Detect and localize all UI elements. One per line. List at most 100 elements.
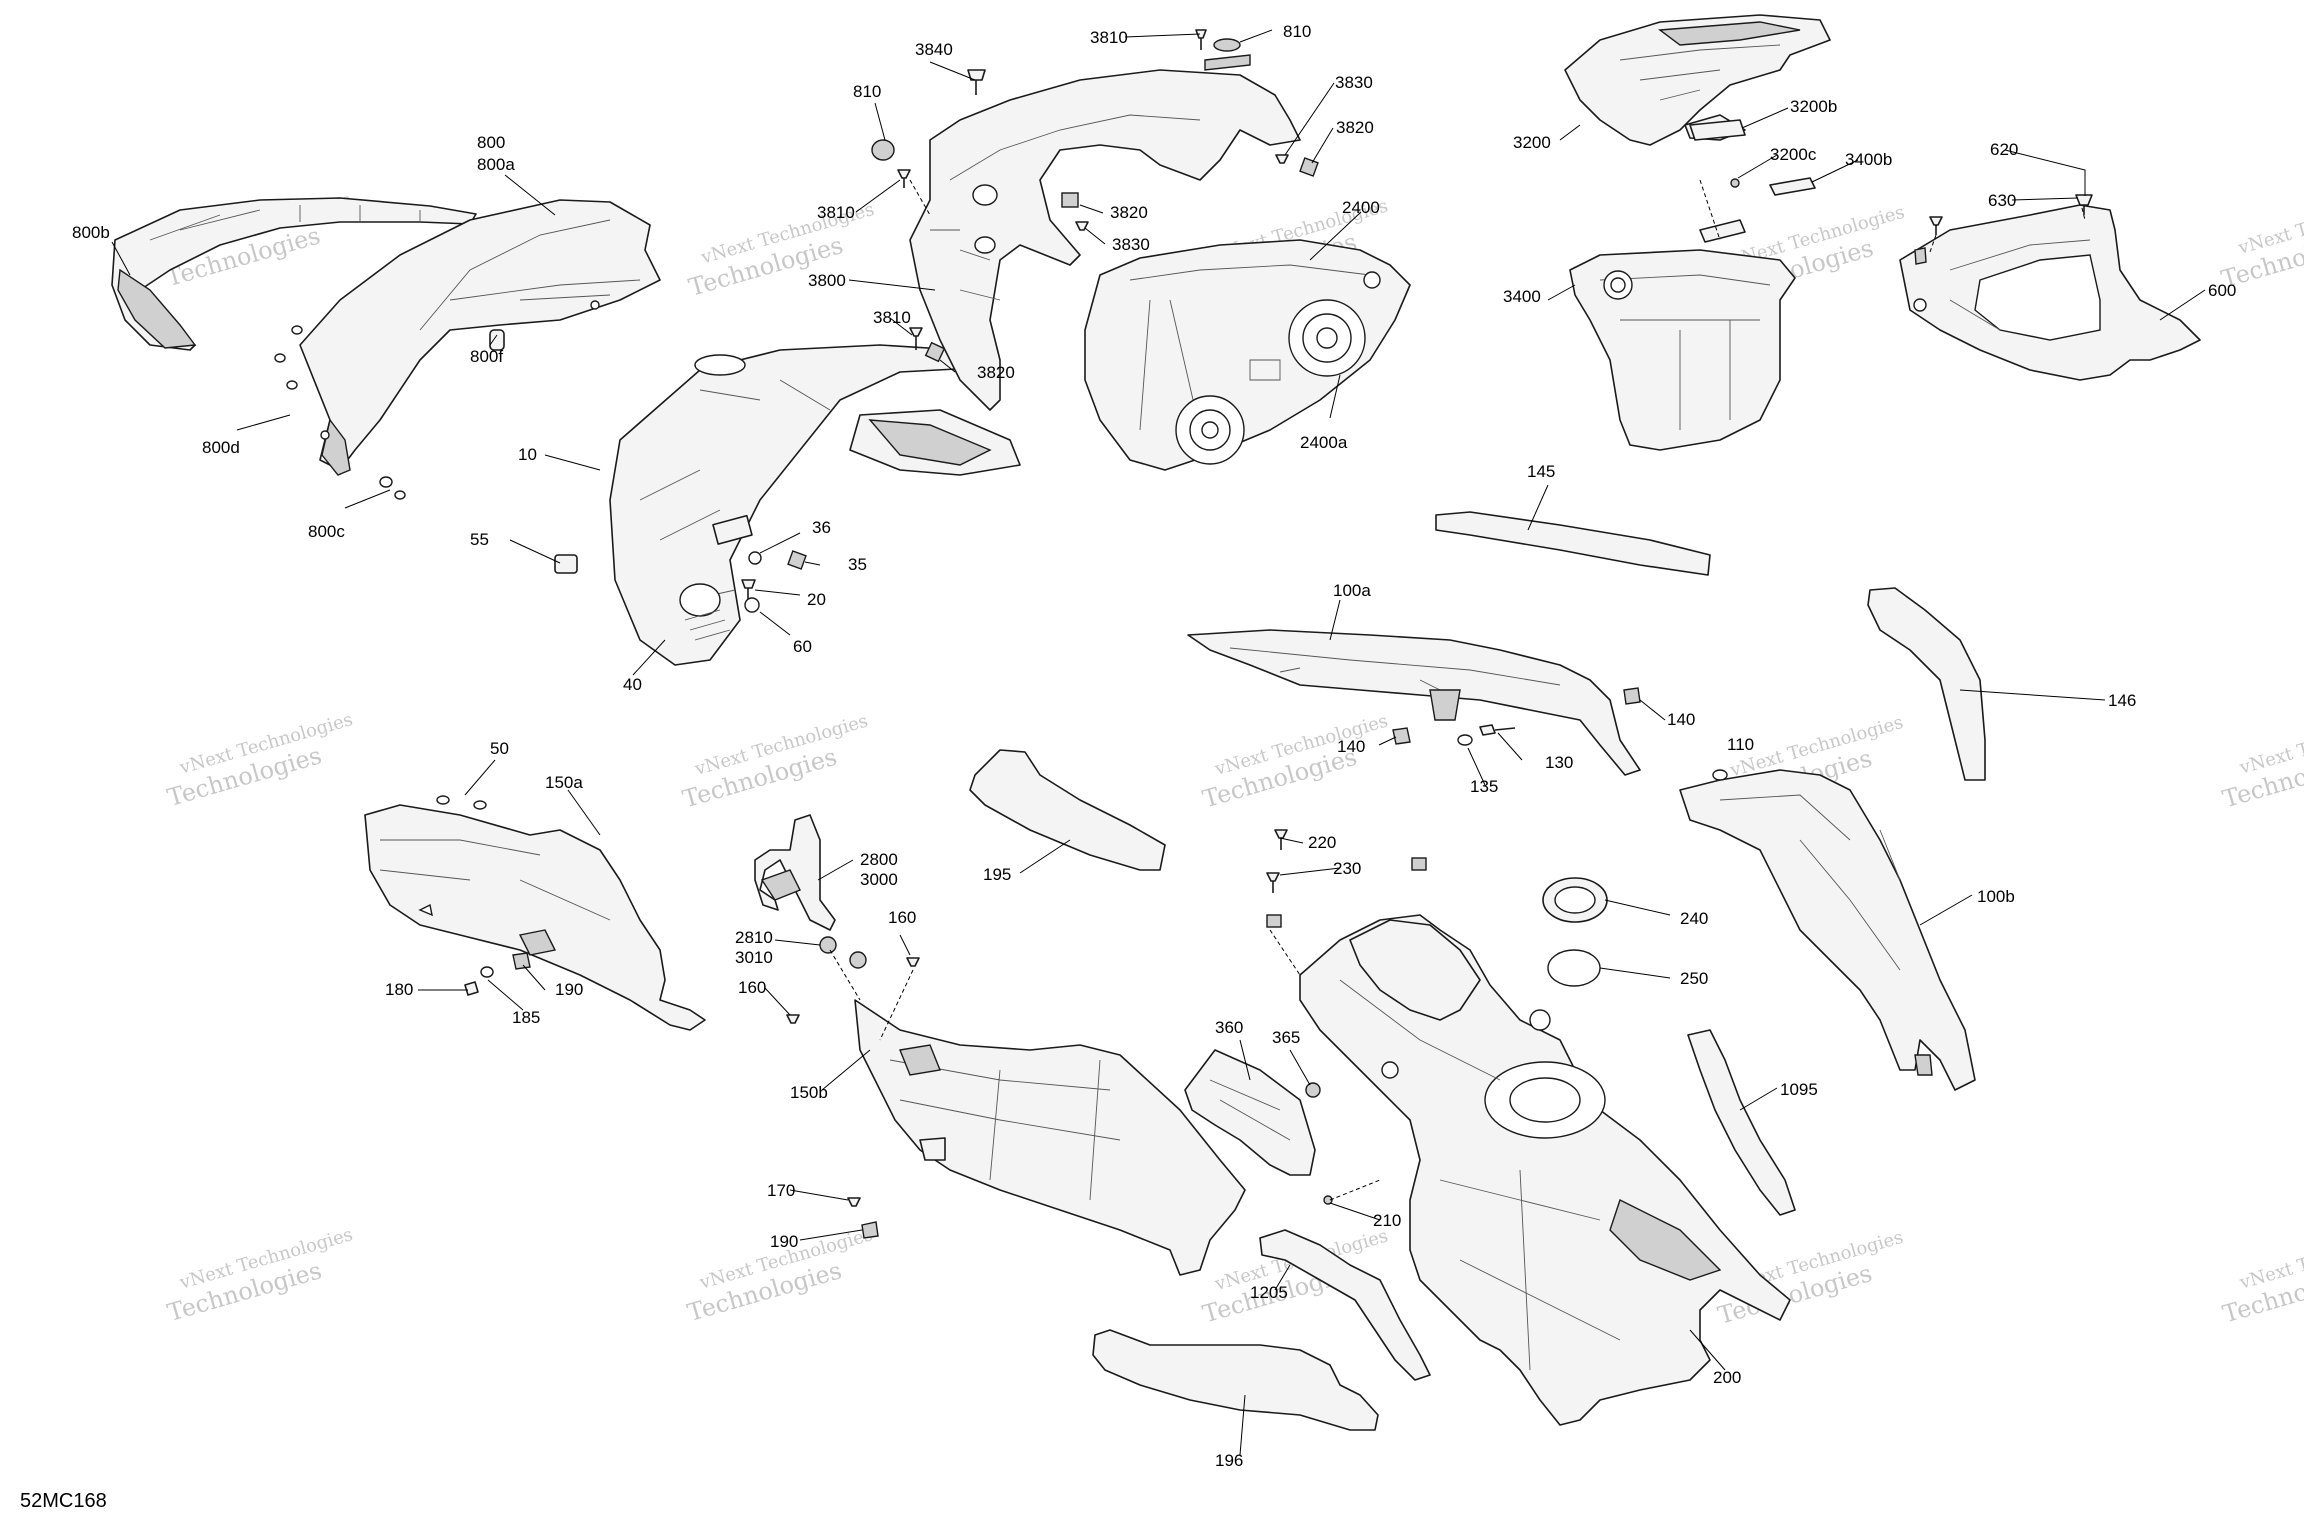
part-150a-lower-panel xyxy=(364,804,706,1031)
part-1095-trim-strip xyxy=(1687,1029,1796,1216)
part-365-screw xyxy=(1305,1082,1321,1098)
callout-190: 190 xyxy=(555,980,583,999)
watermark: vNext Technologies Technologies xyxy=(2218,189,2304,293)
part-1205-trim xyxy=(1259,1229,1431,1381)
callout-630: 630 xyxy=(1988,191,2016,210)
part-160-screw xyxy=(786,1014,800,1024)
callout-2400: 2400 xyxy=(1342,198,1380,217)
callout-3010: 3010 xyxy=(735,948,773,967)
callout-3830: 3830 xyxy=(1335,73,1373,92)
part-190-clip xyxy=(861,1221,879,1239)
callout-135: 135 xyxy=(1470,777,1498,796)
callout-3810: 3810 xyxy=(873,308,911,327)
part-3820-nut xyxy=(1299,157,1319,177)
part-140-clip xyxy=(1392,727,1411,745)
assembly-lines xyxy=(829,179,2086,1201)
callout-3820: 3820 xyxy=(1110,203,1148,222)
watermark: vNext Technologies Technologies xyxy=(164,1224,355,1327)
part-3400b-strip xyxy=(1699,219,1746,243)
callout-200: 200 xyxy=(1713,1368,1741,1387)
callout-160: 160 xyxy=(888,908,916,927)
callout-365: 365 xyxy=(1272,1028,1300,1047)
callout-140: 140 xyxy=(1337,737,1365,756)
callout-185: 185 xyxy=(512,1008,540,1027)
part-220-screw xyxy=(1274,829,1288,850)
callout-195: 195 xyxy=(983,865,1011,884)
callout-190: 190 xyxy=(770,1232,798,1251)
part-810-grommet xyxy=(1213,38,1241,52)
part-50-washer xyxy=(436,795,450,805)
callout-196: 196 xyxy=(1215,1451,1243,1470)
callout-360: 360 xyxy=(1215,1018,1243,1037)
callout-3820: 3820 xyxy=(1336,118,1374,137)
part-35-nut xyxy=(787,550,807,570)
callout-130: 130 xyxy=(1545,753,1573,772)
part-3830-screw xyxy=(1275,154,1289,164)
callout-800a: 800a xyxy=(477,155,515,174)
callout-220: 220 xyxy=(1308,833,1336,852)
part-800c-fasteners xyxy=(379,476,406,500)
callout-3840: 3840 xyxy=(915,40,953,59)
part-190-clip xyxy=(512,952,531,970)
part-800b-bracket xyxy=(111,197,477,351)
callout-250: 250 xyxy=(1680,969,1708,988)
callout-810: 810 xyxy=(853,82,881,101)
callout-800f: 800f xyxy=(470,347,503,366)
callout-3400: 3400 xyxy=(1503,287,1541,306)
part-210-screw xyxy=(1323,1195,1333,1205)
callout-600: 600 xyxy=(2208,281,2236,300)
part-36-washer xyxy=(748,551,762,565)
watermark: vNext Technologies Technologies xyxy=(680,710,871,813)
callout-100a: 100a xyxy=(1333,581,1371,600)
callout-240: 240 xyxy=(1680,909,1708,928)
part-2810-grommet xyxy=(819,936,837,954)
part-55-clip xyxy=(554,554,578,574)
part-220-screw xyxy=(1266,872,1280,893)
part-620-screw xyxy=(1929,216,1943,235)
callout-50: 50 xyxy=(490,739,509,758)
part-3820-nut xyxy=(924,341,946,363)
callout-100b: 100b xyxy=(1977,887,2015,906)
part-2810-grommet xyxy=(849,951,867,969)
callout-170: 170 xyxy=(767,1181,795,1200)
callout-35: 35 xyxy=(848,555,867,574)
part-3840-fastener xyxy=(967,69,986,95)
callout-labels: 800 800a 800b 800f 800d 800c 10 55 36 35… xyxy=(72,22,2236,1470)
part-3400b-strip xyxy=(1769,177,1816,196)
callout-3200c: 3200c xyxy=(1770,145,1817,164)
callout-2810: 2810 xyxy=(735,928,773,947)
leader-lines xyxy=(111,29,2206,1456)
part-360-cover-plate xyxy=(1184,1049,1316,1176)
callout-150b: 150b xyxy=(790,1083,828,1102)
diagram-code: 52MC168 xyxy=(20,1490,107,1512)
part-180-screw xyxy=(464,981,479,996)
part-600-rear-tray xyxy=(1899,204,2201,381)
callout-3800: 3800 xyxy=(808,271,846,290)
part-130-screw xyxy=(1479,724,1516,736)
part-145-trim xyxy=(1435,511,1711,576)
part-3810-screw xyxy=(909,327,923,350)
callout-2400a: 2400a xyxy=(1300,433,1348,452)
callout-10: 10 xyxy=(518,445,537,464)
part-135-washer xyxy=(1457,734,1473,746)
callout-3810: 3810 xyxy=(817,203,855,222)
part-3810-screw xyxy=(897,169,911,188)
part-2400-headlight xyxy=(1084,239,1411,471)
part-160-screw xyxy=(906,957,920,967)
callout-110: 110 xyxy=(1727,735,1754,754)
callout-210: 210 xyxy=(1373,1211,1401,1230)
callout-180: 180 xyxy=(385,980,413,999)
callout-140: 140 xyxy=(1667,710,1695,729)
part-10-front-fairing xyxy=(609,344,1021,666)
callout-3810: 3810 xyxy=(1090,28,1128,47)
part-240-ring xyxy=(1542,877,1608,923)
watermark: vNext Technologies Technologies xyxy=(1200,710,1391,813)
part-800f-pin xyxy=(489,329,505,351)
part-170-screw xyxy=(847,1197,861,1207)
callout-20: 20 xyxy=(807,590,826,609)
part-620-nut xyxy=(1914,247,1927,265)
part-2800-footrest-bracket xyxy=(754,814,836,931)
part-3200c-plug xyxy=(1730,178,1740,188)
callout-800c: 800c xyxy=(308,522,345,541)
